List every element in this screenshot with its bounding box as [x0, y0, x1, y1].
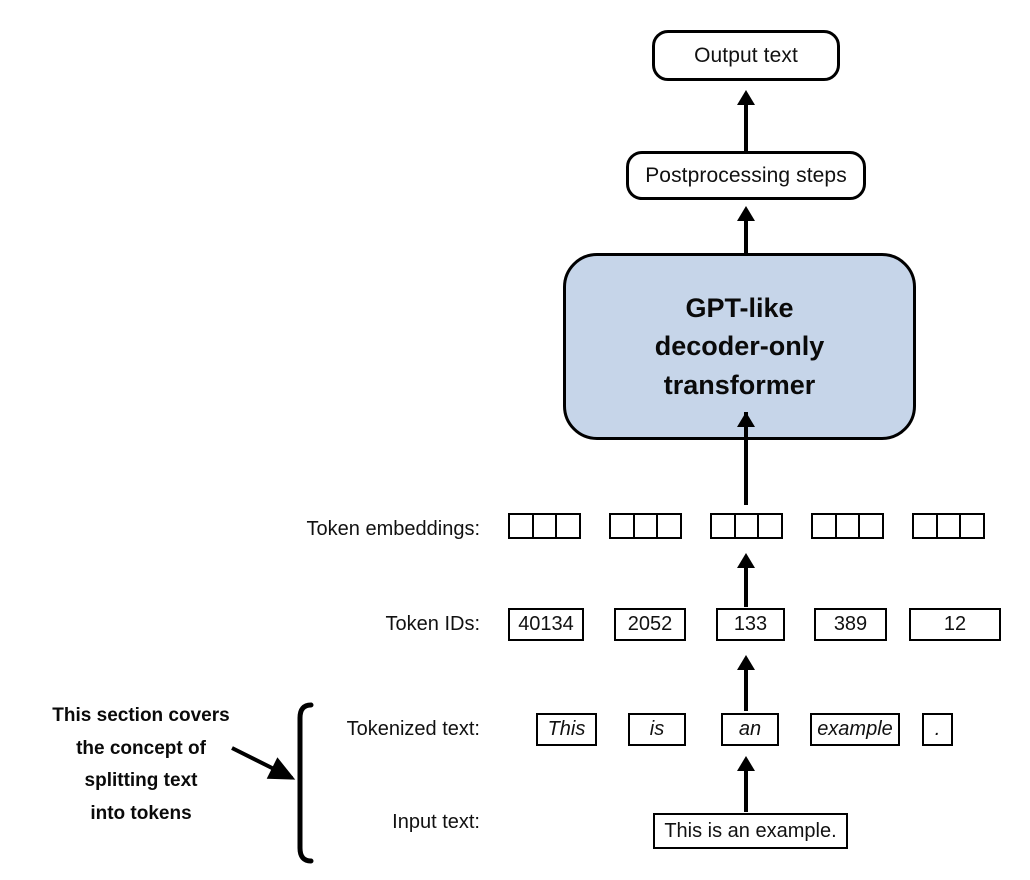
embedding-square [555, 513, 581, 539]
label-token-ids: Token IDs: [385, 613, 480, 635]
token-id-value: 12 [943, 613, 967, 635]
token-id-cell[interactable]: 2052 [614, 608, 686, 641]
embedding-square [757, 513, 783, 539]
arrow-tokens-to-tokenids [736, 655, 756, 711]
label-token-embeddings: Token embeddings: [306, 518, 480, 540]
annotation-line-3: splitting text [84, 770, 198, 792]
label-input-text: Input text: [392, 811, 480, 833]
model-line-3: transformer [663, 369, 816, 400]
arrow-tokenids-to-embeddings [736, 553, 756, 607]
input-text-value: This is an example. [664, 819, 837, 842]
token-id-value: 40134 [518, 613, 574, 635]
section-bracket [292, 702, 318, 864]
embedding-square [710, 513, 736, 539]
token-value: is [649, 718, 665, 740]
input-text-box[interactable]: This is an example. [653, 813, 848, 849]
embedding-group-3 [710, 513, 783, 539]
embedding-square [935, 513, 962, 539]
embedding-square [632, 513, 659, 539]
model-line-1: GPT-like [685, 293, 794, 323]
token-id-cell[interactable]: 133 [716, 608, 785, 641]
embedding-group-1 [508, 513, 581, 539]
token-value: example [817, 718, 893, 740]
token-cell[interactable]: is [628, 713, 686, 746]
arrow-model-to-postprocessing [736, 206, 756, 254]
node-output-text-label: Output text [694, 43, 798, 67]
token-id-cell[interactable]: 40134 [508, 608, 584, 641]
annotation-line-4: into tokens [90, 803, 192, 825]
embedding-square [609, 513, 635, 539]
arrow-postprocessing-to-output [736, 90, 756, 152]
token-value: This [547, 718, 586, 740]
token-id-cell[interactable]: 12 [909, 608, 1001, 641]
arrow-input-to-tokens [736, 756, 756, 812]
token-cell[interactable]: example [810, 713, 900, 746]
annotation-line-1: This section covers [52, 705, 230, 726]
token-id-value: 2052 [627, 613, 673, 635]
embedding-square [508, 513, 534, 539]
embedding-group-4 [811, 513, 884, 539]
section-annotation: This section covers the concept of split… [36, 700, 246, 831]
node-gpt-decoder-transformer[interactable]: GPT-like decoder-only transformer [563, 253, 916, 440]
token-id-cell[interactable]: 389 [814, 608, 887, 641]
token-value: an [738, 718, 762, 740]
node-output-text[interactable]: Output text [652, 30, 840, 81]
embedding-group-5 [912, 513, 985, 539]
label-tokenized-text: Tokenized text: [346, 718, 480, 740]
annotation-pointer-arrow [230, 740, 310, 790]
token-value: . [934, 718, 941, 740]
embedding-square [912, 513, 938, 539]
arrow-embeddings-to-model-head [737, 412, 755, 427]
token-id-value: 133 [733, 613, 768, 635]
node-postprocessing-label: Postprocessing steps [645, 163, 847, 187]
arrow-embeddings-to-model [736, 412, 756, 505]
embedding-square [733, 513, 760, 539]
token-cell[interactable]: . [922, 713, 953, 746]
model-line-2: decoder-only [654, 331, 825, 362]
embedding-square [858, 513, 884, 539]
token-id-value: 389 [833, 613, 868, 635]
embedding-square [531, 513, 558, 539]
token-cell[interactable]: an [721, 713, 779, 746]
annotation-line-2: the concept of [76, 737, 206, 759]
token-cell[interactable]: This [536, 713, 597, 746]
embedding-square [656, 513, 682, 539]
embedding-square [811, 513, 837, 539]
embedding-square [959, 513, 985, 539]
embedding-group-2 [609, 513, 682, 539]
node-postprocessing-steps[interactable]: Postprocessing steps [626, 151, 866, 200]
embedding-square [834, 513, 861, 539]
